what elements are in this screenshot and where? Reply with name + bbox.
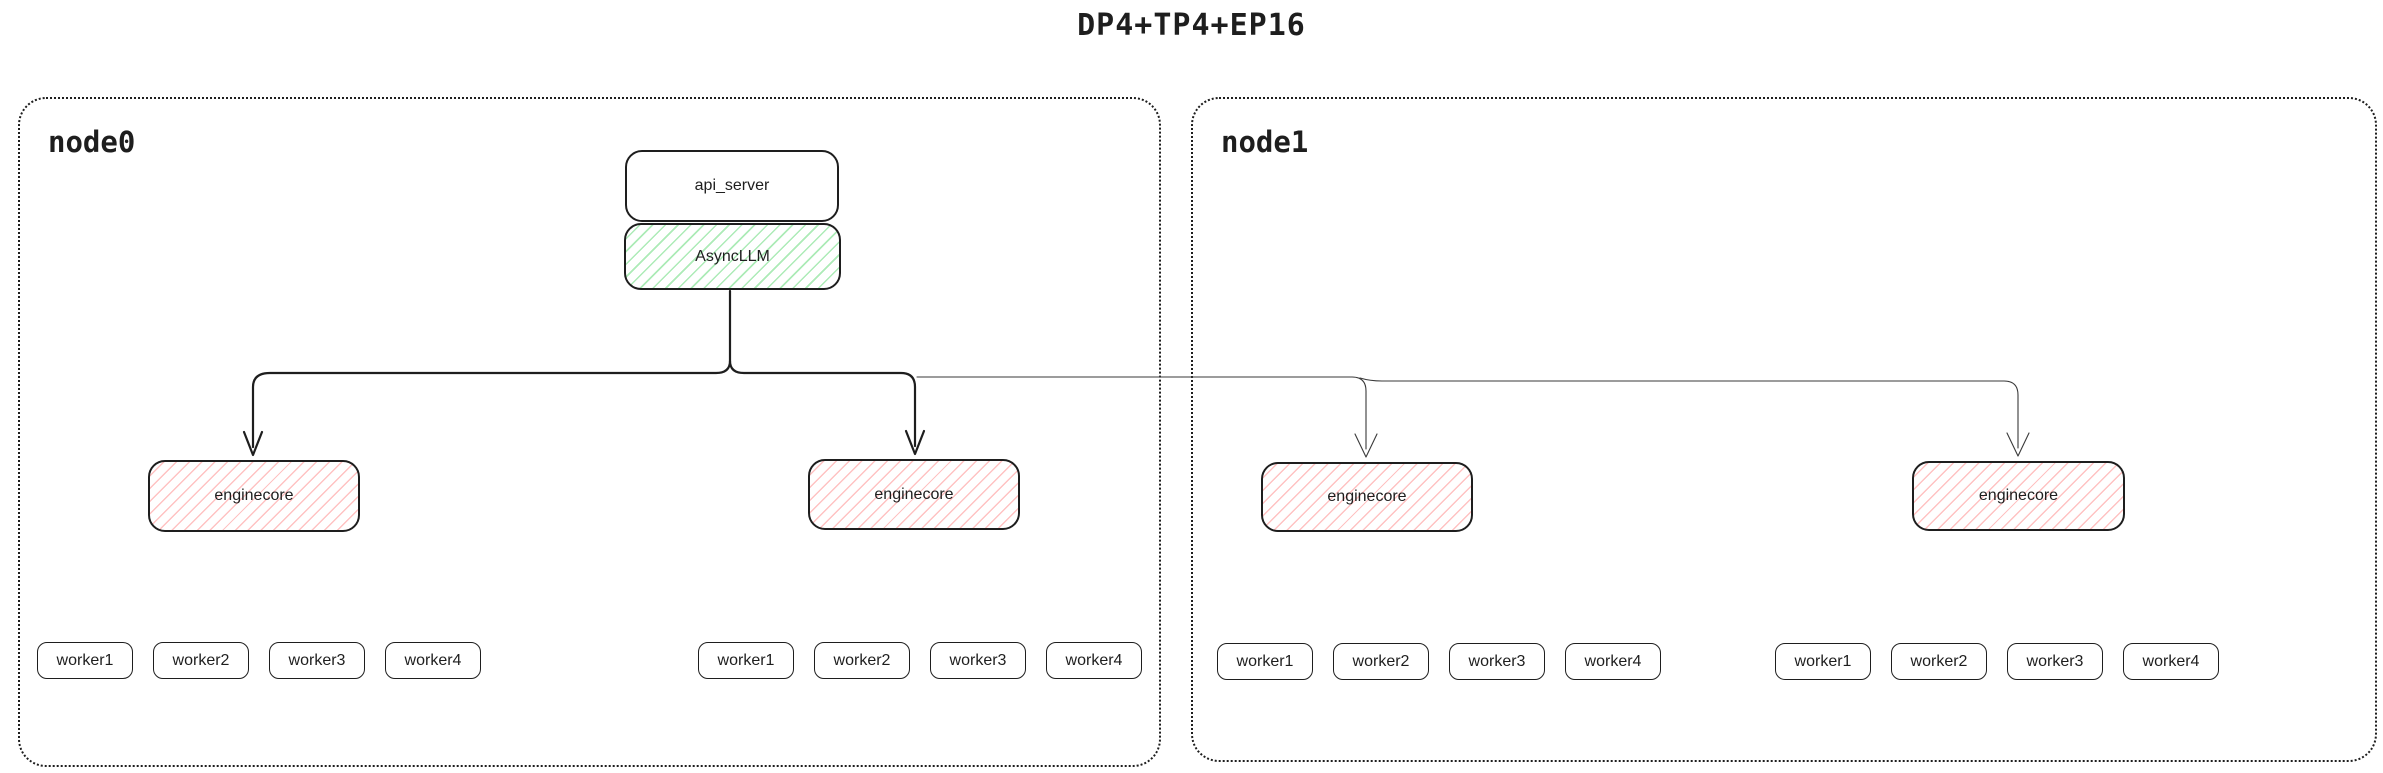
worker-group-4: worker1 worker2 worker3 worker4 [1775,643,2219,680]
worker-box: worker3 [269,642,365,679]
node0-label: node0 [48,125,136,159]
worker-label: worker4 [1584,652,1642,670]
worker-box: worker2 [814,642,910,679]
api-server-box: api_server [625,150,839,222]
worker-box: worker4 [1046,642,1142,679]
worker-label: worker2 [1910,652,1968,670]
worker-label: worker4 [1065,651,1123,669]
worker-group-2: worker1 worker2 worker3 worker4 [698,642,1142,679]
worker-label: worker3 [2026,652,2084,670]
node1-label: node1 [1221,125,1309,159]
worker-label: worker4 [404,651,462,669]
worker-group-1: worker1 worker2 worker3 worker4 [37,642,481,679]
enginecore4-box: enginecore [1912,461,2125,531]
worker-label: worker3 [949,651,1007,669]
worker-label: worker3 [1468,652,1526,670]
asyncllm-label: AsyncLLM [695,247,770,265]
worker-label: worker1 [1794,652,1852,670]
worker-box: worker4 [385,642,481,679]
worker-label: worker3 [288,651,346,669]
enginecore1-box: enginecore [148,460,360,532]
worker-box: worker1 [1217,643,1313,680]
diagram-title: DP4+TP4+EP16 [1077,8,1306,43]
worker-box: worker3 [930,642,1026,679]
enginecore3-label: enginecore [1327,488,1407,505]
worker-box: worker1 [698,642,794,679]
worker-label: worker1 [1236,652,1294,670]
worker-box: worker1 [1775,643,1871,680]
enginecore3-box: enginecore [1261,462,1473,532]
worker-label: worker2 [833,651,891,669]
worker-group-3: worker1 worker2 worker3 worker4 [1217,643,1661,680]
enginecore4-label: enginecore [1978,487,2059,504]
worker-box: worker2 [1333,643,1429,680]
worker-box: worker4 [1565,643,1661,680]
worker-label: worker4 [2142,652,2200,670]
worker-box: worker3 [1449,643,1545,680]
enginecore2-label: enginecore [874,485,954,503]
worker-label: worker1 [56,651,114,669]
worker-label: worker1 [717,651,775,669]
enginecore1-label: enginecore [214,487,294,504]
enginecore2-box: enginecore [808,459,1020,530]
worker-box: worker4 [2123,643,2219,680]
worker-box: worker1 [37,642,133,679]
worker-box: worker2 [1891,643,1987,680]
asyncllm-box: AsyncLLM [624,223,841,290]
worker-label: worker2 [172,651,230,669]
api-server-label: api_server [694,177,770,194]
worker-box: worker2 [153,642,249,679]
worker-label: worker2 [1352,652,1410,670]
worker-box: worker3 [2007,643,2103,680]
